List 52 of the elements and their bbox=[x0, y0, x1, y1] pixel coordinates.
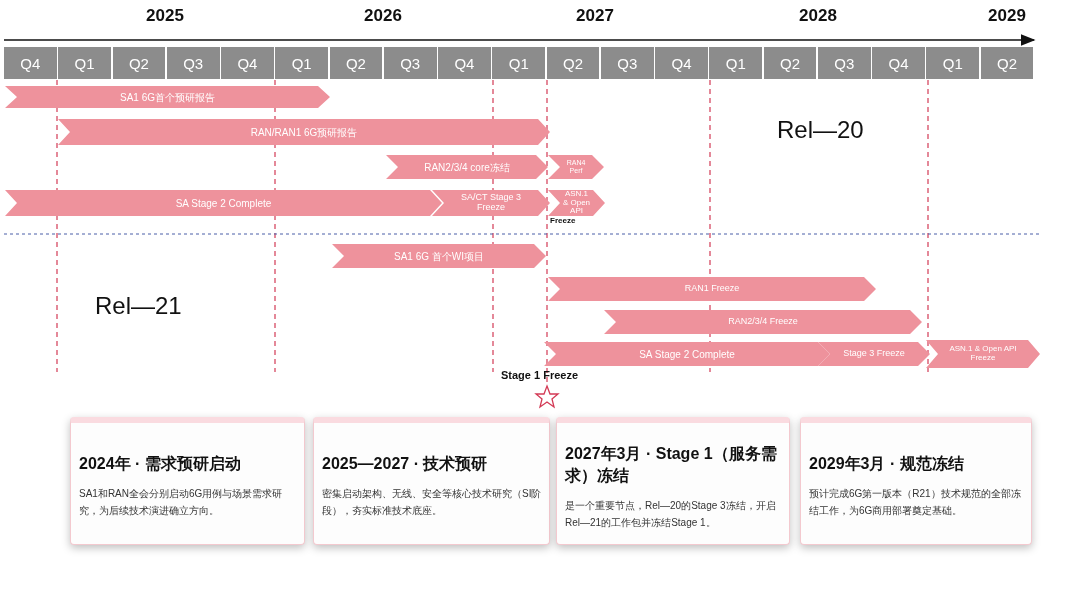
quarter-header-cell: Q3 bbox=[600, 47, 654, 79]
year-label: 2025 bbox=[145, 6, 185, 26]
quarter-header-cell: Q4 bbox=[438, 47, 491, 79]
quarter-header-cell: Q2 bbox=[763, 47, 817, 79]
quarter-header-cell: Q3 bbox=[383, 47, 437, 79]
year-label: 2028 bbox=[798, 6, 838, 26]
chevron-bar: SA/CT Stage 3 Freeze bbox=[432, 190, 550, 216]
chevron-bar: RAN1 Freeze bbox=[548, 277, 876, 301]
card-body-text: 预计完成6G第一版本（R21）技术规范的全部冻结工作，为6G商用部署奠定基础。 bbox=[809, 487, 1022, 518]
chevron-bar: ASN.1 & Open API Freeze bbox=[926, 340, 1040, 368]
bar-caption: Freeze bbox=[550, 216, 576, 225]
card-heading: 2024年 · 需求预研启动 bbox=[79, 454, 242, 474]
milestone-card bbox=[556, 417, 790, 545]
year-label: 2026 bbox=[363, 6, 403, 26]
quarter-header-cell: Q4 bbox=[872, 47, 925, 79]
card-heading: 2029年3月 · 规范冻结 bbox=[809, 454, 965, 474]
chevron-bar: SA1 6G首个预研报告 bbox=[5, 86, 330, 108]
quarter-header-cell: Q1 bbox=[709, 47, 763, 79]
card-body-text: SA1和RAN全会分别启动6G用例与场景需求研究，为后续技术演进确立方向。 bbox=[79, 487, 284, 518]
quarter-header-cell: Q2 bbox=[546, 47, 600, 79]
card-heading: 2027年3月 · Stage 1（服务需求）冻结 bbox=[565, 444, 778, 486]
quarter-header-cell: Q4 bbox=[655, 47, 708, 79]
quarter-header-cell: Q3 bbox=[166, 47, 220, 79]
milestone-label: Stage 1 Freeze bbox=[501, 369, 579, 381]
chevron-bar: SA1 6G 首个WI项目 bbox=[332, 244, 546, 268]
milestone-card bbox=[70, 417, 305, 545]
chevron-bar: RAN2/3/4 Freeze bbox=[604, 310, 922, 334]
card-body-text: 密集启动架构、无线、安全等核心技术研究（SI阶段），夯实标准技术底座。 bbox=[322, 487, 543, 518]
chevron-bar: RAN2/3/4 core冻结 bbox=[386, 155, 548, 179]
quarter-header-cell: Q1 bbox=[926, 47, 980, 79]
quarter-header-cell: Q2 bbox=[980, 47, 1034, 79]
chevron-bar: ASN.1 & Open API bbox=[548, 190, 605, 216]
card-body-text: 是一个重要节点，Rel—20的Stage 3冻结，开启Rel—21的工作包并冻结Stage 1。 bbox=[565, 499, 777, 530]
quarter-header-cell: Q4 bbox=[221, 47, 274, 79]
year-label: 2029 bbox=[987, 6, 1027, 26]
quarter-header-cell: Q4 bbox=[4, 47, 57, 79]
release-label: Rel—20 bbox=[777, 116, 864, 144]
quarter-header-cell: Q2 bbox=[112, 47, 166, 79]
quarter-header-cell: Q3 bbox=[817, 47, 871, 79]
chevron-bar: SA Stage 2 Complete bbox=[5, 190, 442, 216]
release-label: Rel—21 bbox=[95, 292, 182, 320]
quarter-header-cell: Q1 bbox=[492, 47, 546, 79]
chevron-bar: SA Stage 2 Complete bbox=[544, 342, 830, 366]
year-label: 2027 bbox=[575, 6, 615, 26]
quarter-header-cell: Q1 bbox=[275, 47, 329, 79]
chevron-bar: RAN/RAN1 6G预研报告 bbox=[58, 119, 550, 145]
milestone-card bbox=[313, 417, 550, 545]
quarter-header-cell: Q1 bbox=[58, 47, 111, 79]
card-heading: 2025—2027 · 技术预研 bbox=[322, 454, 489, 474]
chevron-bar: Stage 3 Freeze bbox=[818, 342, 930, 366]
milestone-card bbox=[800, 417, 1032, 545]
quarter-header-cell: Q2 bbox=[329, 47, 383, 79]
